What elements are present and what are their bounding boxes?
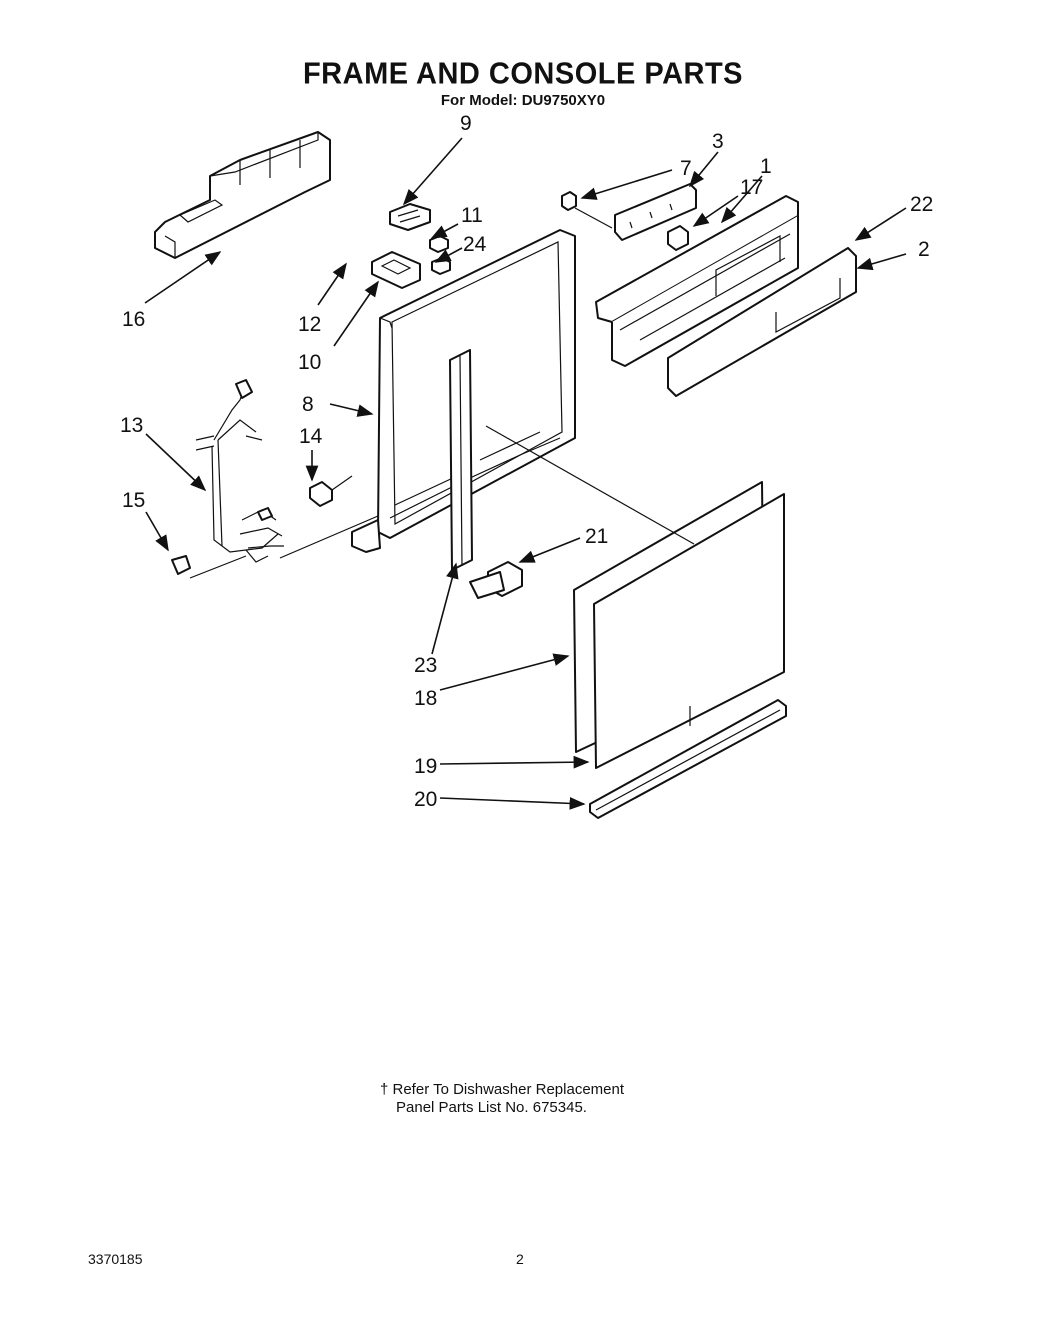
callout-22: 22 <box>910 193 934 216</box>
page-number: 2 <box>516 1251 524 1267</box>
console-part <box>595 195 799 367</box>
callout-10: 10 <box>298 351 322 374</box>
side-trim-strip-part <box>449 349 473 571</box>
callout-8: 8 <box>302 393 314 416</box>
callout-14: 14 <box>299 425 323 448</box>
callout-20: 20 <box>414 788 438 811</box>
control-housing-part <box>154 131 331 259</box>
callout-21: 21 <box>585 525 609 548</box>
note-line-2: Panel Parts List No. 675345. <box>396 1099 587 1116</box>
callout-13: 13 <box>120 414 144 437</box>
wire-harness-part <box>171 379 353 575</box>
callout-18: 18 <box>414 687 438 710</box>
callout-15: 15 <box>122 489 146 512</box>
callout-2: 2 <box>918 238 930 261</box>
door-clip-part <box>469 561 523 599</box>
document-number: 3370185 <box>88 1251 143 1267</box>
callout-leader-lines <box>144 137 907 810</box>
callout-16: 16 <box>122 308 146 331</box>
callout-3: 3 <box>712 130 724 153</box>
assembly-guide-lines <box>189 207 695 579</box>
switch-holder-part <box>371 251 421 289</box>
door-frame-part <box>351 229 576 553</box>
screw-part-7 <box>561 191 577 211</box>
replacement-note: † Refer To Dishwasher Replacement Panel … <box>380 1081 624 1117</box>
callout-12: 12 <box>298 313 322 336</box>
switch-bracket-part <box>389 203 431 231</box>
note-line-1: † Refer To Dishwasher Replacement <box>380 1081 625 1098</box>
page-title: FRAME AND CONSOLE PARTS <box>302 57 744 91</box>
callout-11: 11 <box>461 204 483 227</box>
callout-24: 24 <box>463 233 487 256</box>
inner-door-panel-part <box>593 493 785 769</box>
switch-cap-part <box>431 257 451 275</box>
callout-17: 17 <box>740 176 764 199</box>
bottom-trim-part <box>589 699 787 819</box>
callout-1: 1 <box>760 155 772 178</box>
model-subtitle: For Model: DU9750XY0 <box>440 92 606 109</box>
callout-9: 9 <box>460 112 472 135</box>
console-panel-part <box>667 247 857 397</box>
callout-7: 7 <box>680 157 692 180</box>
callout-19: 19 <box>414 755 438 778</box>
selector-switch-part <box>667 225 689 251</box>
callout-23: 23 <box>414 654 438 677</box>
